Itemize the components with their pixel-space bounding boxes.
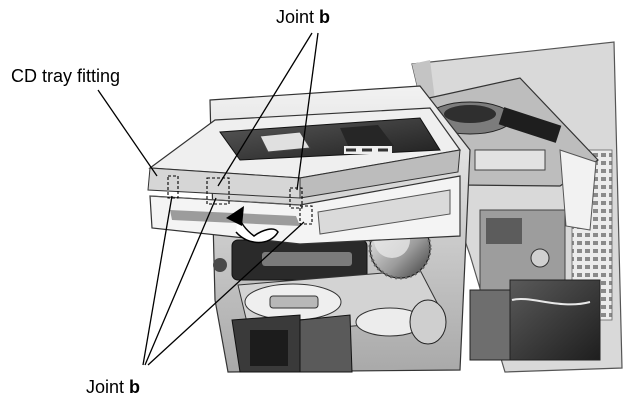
bottom-joint-label: Joint b bbox=[86, 378, 140, 396]
bottom-joint-word: Joint bbox=[86, 377, 125, 397]
joint-markers bbox=[167, 175, 313, 225]
cd-tray-fitting-text: CD tray fitting bbox=[11, 66, 121, 86]
leader-lines bbox=[97, 32, 319, 366]
curved-arrow-icon bbox=[226, 206, 279, 244]
dashed-box-icon bbox=[206, 177, 230, 205]
top-joint-letter: b bbox=[319, 7, 331, 27]
top-joint-word: Joint bbox=[276, 7, 315, 27]
top-joint-label: Joint b bbox=[276, 8, 330, 26]
cd-tray bbox=[147, 107, 462, 245]
dashed-box-icon bbox=[299, 205, 313, 225]
bottom-joint-letter: b bbox=[129, 377, 141, 397]
cd-tray-fitting-label: CD tray fitting bbox=[11, 67, 120, 85]
dashed-box-icon bbox=[167, 175, 179, 199]
dashed-box-icon bbox=[289, 187, 303, 209]
